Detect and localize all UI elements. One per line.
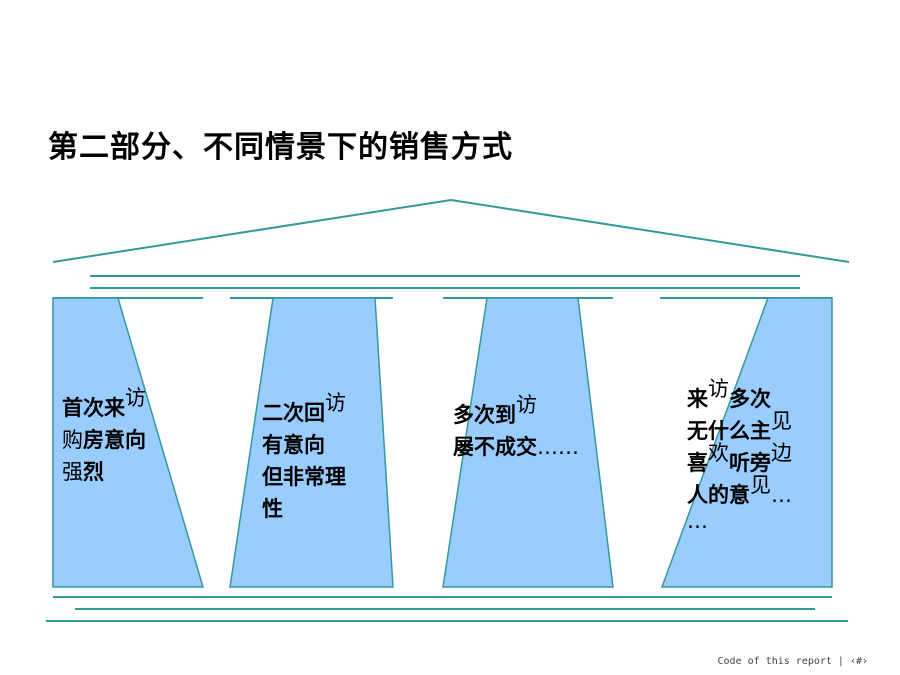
pillar-2: [229, 297, 394, 588]
pillar-4-line1-b: 多次: [729, 387, 771, 411]
pillar-2-line1-sup: 访: [325, 391, 346, 415]
pillar-3-line1: 多次到: [453, 403, 516, 427]
pillar-3-line2: 屡不成交: [453, 435, 537, 459]
pillar-4-line3-normal: 边: [771, 441, 792, 465]
footer-report-code: Code of this report: [717, 656, 832, 667]
pillar-2-label: 二次回访 有意向 但非常理 性: [262, 391, 346, 525]
pillar-1-line3-normal: 强: [62, 460, 83, 484]
pillar-4-line3-sup: 欢: [708, 441, 729, 465]
pillar-4-line4-ellipsis: …: [771, 483, 792, 507]
page-title: 第二部分、不同情景下的销售方式: [48, 130, 513, 165]
pillar-4-line4: 人的意: [687, 483, 750, 507]
pillar-4: [660, 297, 833, 588]
pillar-1-line3: 烈: [83, 460, 104, 484]
pillar-4-line2-sup: 见: [771, 409, 792, 433]
pillar-1: [52, 297, 205, 588]
pillar-2-line1: 二次回: [262, 401, 325, 425]
pillar-3-line1-sup: 访: [516, 393, 537, 417]
footer-separator: |: [837, 656, 844, 667]
pillar-4-line1-a: 来: [687, 387, 708, 411]
pillar-1-line1-sup: 访: [125, 386, 146, 410]
pillar-1-line2: 房意向: [83, 428, 146, 452]
pillar-3-line2-ellipsis: ……: [537, 435, 579, 459]
pillar-3: [442, 297, 614, 588]
pillar-1-line2-normal: 购: [62, 428, 83, 452]
temple-roof: [52, 198, 850, 263]
pillar-3-label: 多次到访 屡不成交……: [453, 393, 579, 463]
pillar-4-label: 来访多次 无什么主见 喜欢听旁边 人的意见… …: [687, 377, 792, 533]
pillar-4-line4-sup: 见: [750, 473, 771, 497]
pillar-2-line3: 但非常理: [262, 465, 346, 489]
pillar-4-line2: 无什么主: [687, 419, 771, 443]
pillar-1-label: 首次来访 购房意向 强烈: [62, 386, 146, 488]
pillar-4-line1-sup: 访: [708, 377, 729, 401]
pillar-4-line5: …: [687, 509, 708, 533]
pillar-4-line3-b: 听旁: [729, 451, 771, 475]
pillar-2-line4: 性: [262, 497, 283, 521]
footer: Code of this report | ‹#›: [718, 656, 868, 667]
pillar-1-line1: 首次来: [62, 396, 125, 420]
pillar-4-line3-a: 喜: [687, 451, 708, 475]
footer-page-number: ‹#›: [849, 656, 868, 667]
pillar-2-line2: 有意向: [262, 433, 325, 457]
